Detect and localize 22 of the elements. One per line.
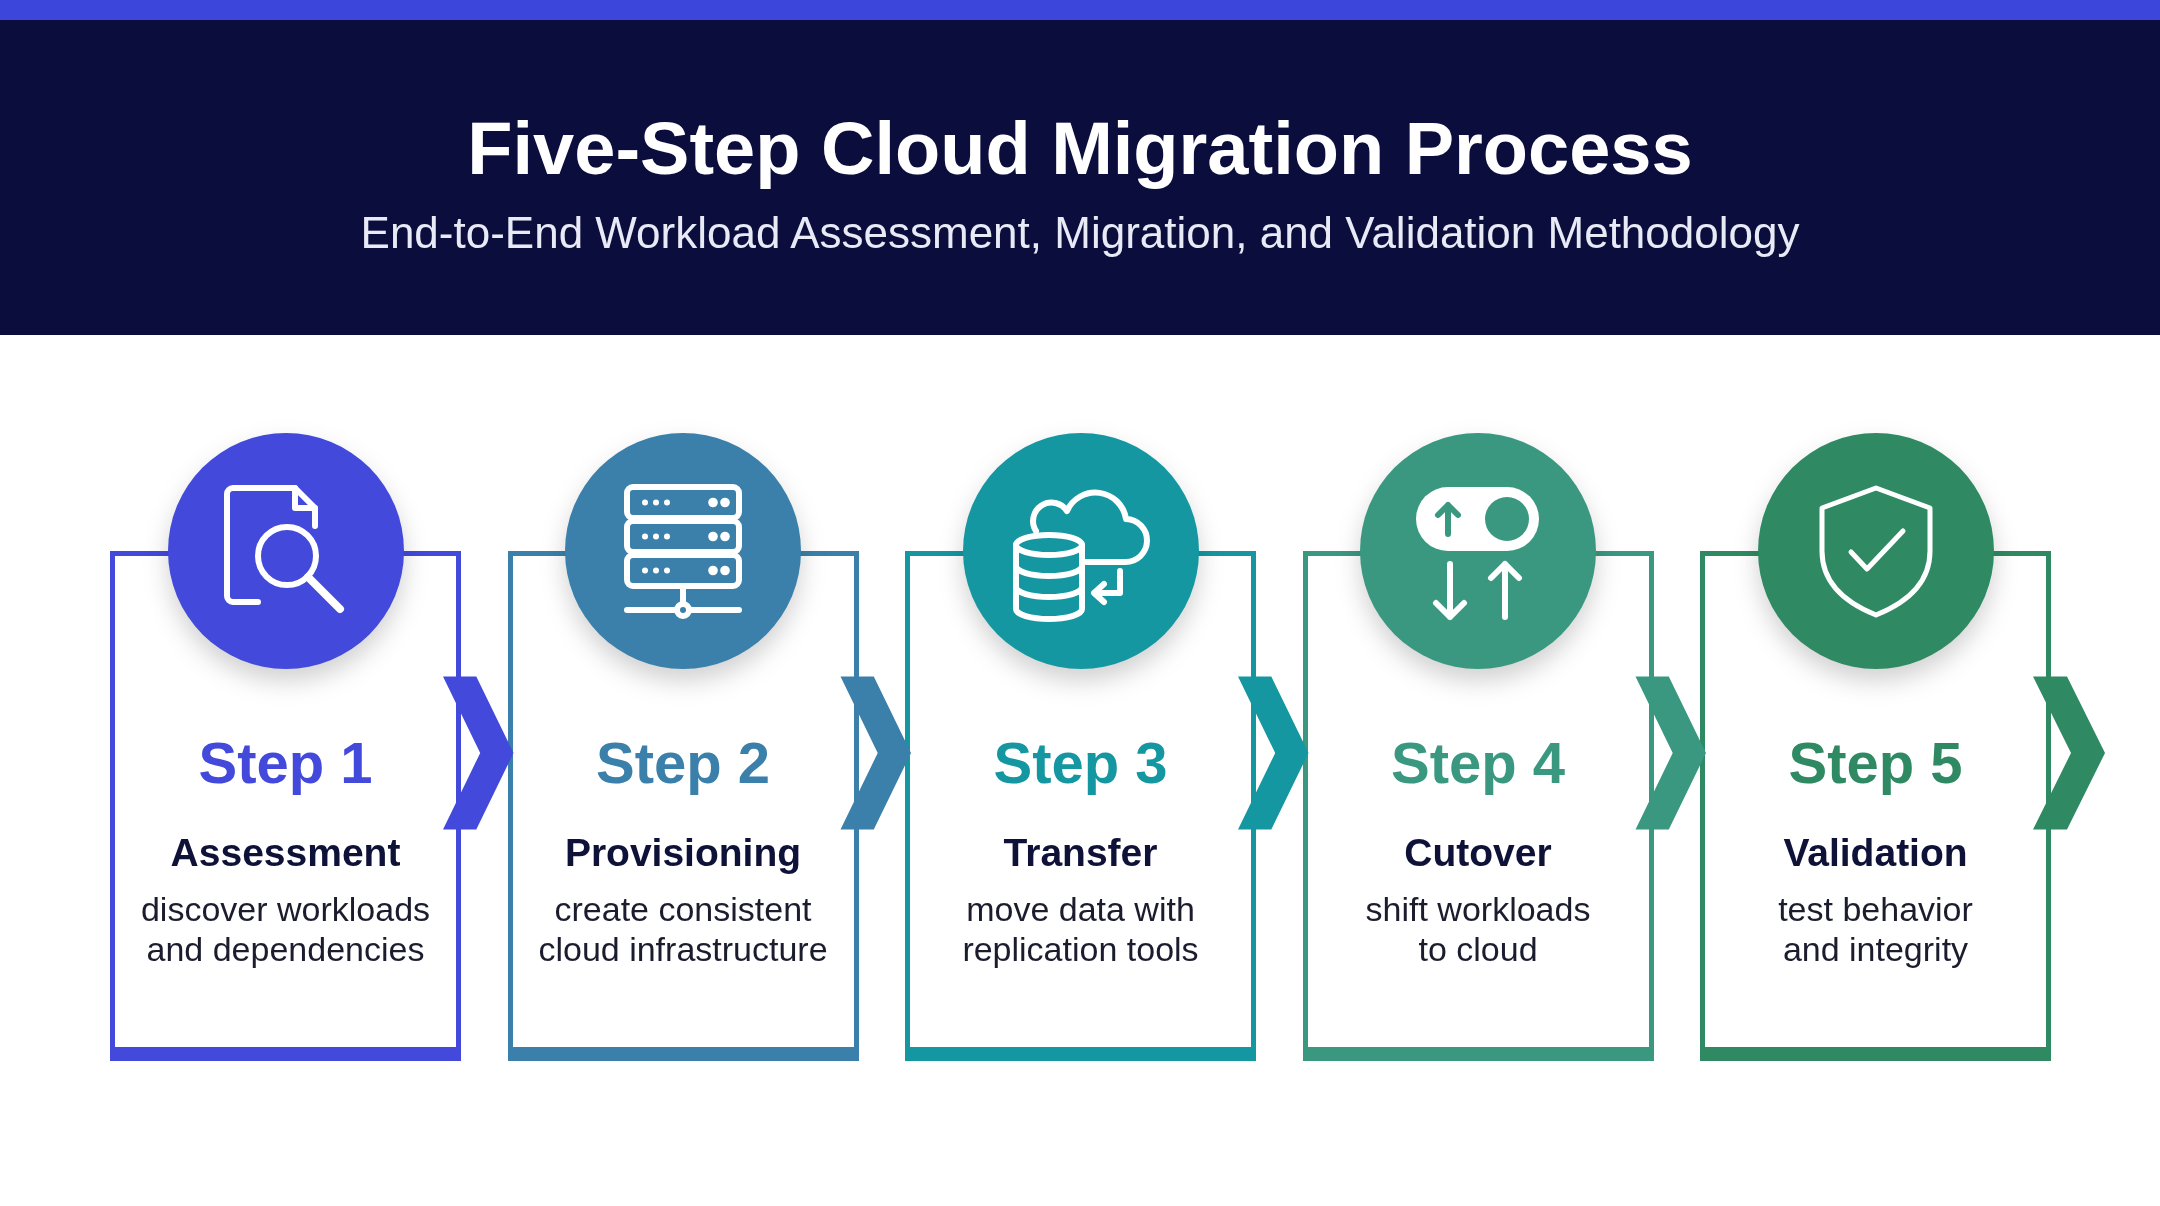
diagram-title: Five-Step Cloud Migration Process (467, 108, 1693, 190)
step-description: discover workloads and dependencies (139, 889, 432, 969)
step-title: Cutover (1404, 830, 1552, 876)
step-title: Provisioning (564, 830, 802, 876)
step-number: Step 2 (595, 729, 771, 796)
step-description: shift workloads to cloud (1364, 889, 1592, 969)
step-title: Transfer (1003, 830, 1158, 876)
step-number: Step 4 (1390, 729, 1566, 796)
subtitle: End-to-End Workload Assessment, Migration, and Validation Methodology (360, 207, 1800, 259)
chevron-arrow (840, 676, 911, 830)
step-number: Step 3 (993, 729, 1168, 796)
step-description: move data with replication tools (961, 889, 1200, 969)
step-description: create consistent cloud infrastructure (537, 889, 829, 969)
step-title: Validation (1783, 830, 1968, 876)
chevron-arrow (2033, 676, 2105, 830)
step-number: Step 1 (198, 729, 373, 796)
step-title: Assessment (170, 830, 401, 876)
step-description: test behavior and integrity (1777, 889, 1974, 969)
chevron-arrow (1635, 676, 1706, 830)
step-number: Step 5 (1788, 729, 1963, 796)
chevron-arrow (1238, 676, 1309, 830)
chevron-arrow (443, 676, 514, 830)
